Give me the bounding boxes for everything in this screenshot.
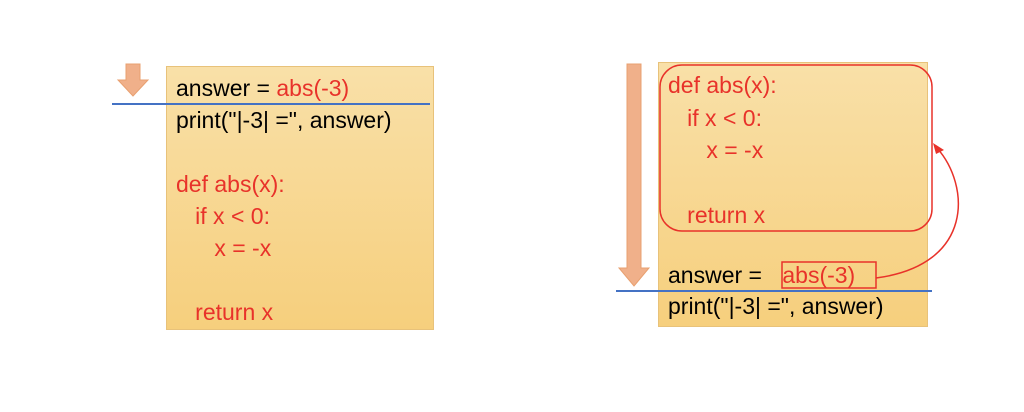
code-text-red: def abs(x): (176, 171, 285, 197)
left-code-line: x = -x (176, 232, 392, 264)
code-text-red: if x < 0: (176, 203, 270, 229)
left-code-line (176, 264, 392, 296)
call-arrow (875, 147, 960, 279)
function-code-line: def abs(x): (668, 72, 777, 98)
left-code-line: return x (176, 296, 392, 328)
left-code-line: if x < 0: (176, 200, 392, 232)
right-execution-arrow (617, 63, 651, 287)
right-function-block: def abs(x): if x < 0: x = -x return x (668, 69, 777, 232)
right-current-line-marker (616, 290, 932, 292)
call-arrow-head (933, 143, 944, 154)
abs-call: abs(-3) (782, 262, 856, 288)
left-execution-arrow (116, 63, 150, 97)
right-print-line: print("|-3| =", answer) (668, 293, 884, 319)
left-code-line: def abs(x): (176, 168, 392, 200)
right-answer-line: answer = abs(-3) (668, 259, 855, 291)
function-code-line: x = -x (668, 137, 764, 163)
left-current-line-marker (112, 103, 430, 105)
function-code-line: if x < 0: (668, 104, 762, 131)
answer-prefix: answer = (668, 262, 769, 288)
code-text-red: return x (176, 299, 274, 325)
left-code-panel (166, 66, 434, 330)
function-code-line: return x (668, 202, 766, 228)
code-text-red: x = -x (176, 235, 272, 261)
code-text-red: abs(-3) (276, 75, 350, 101)
code-text: answer = (176, 75, 277, 101)
left-code-line (176, 136, 392, 168)
code-text: print("|-3| =", answer) (176, 107, 392, 133)
left-code-line: print("|-3| =", answer) (176, 104, 392, 136)
call-highlight-box (781, 261, 877, 289)
function-code-line (668, 167, 777, 200)
function-highlight-box (659, 64, 933, 232)
left-code-line: answer = abs(-3) (176, 72, 392, 104)
left-code-block: answer = abs(-3)print("|-3| =", answer) … (176, 72, 392, 328)
